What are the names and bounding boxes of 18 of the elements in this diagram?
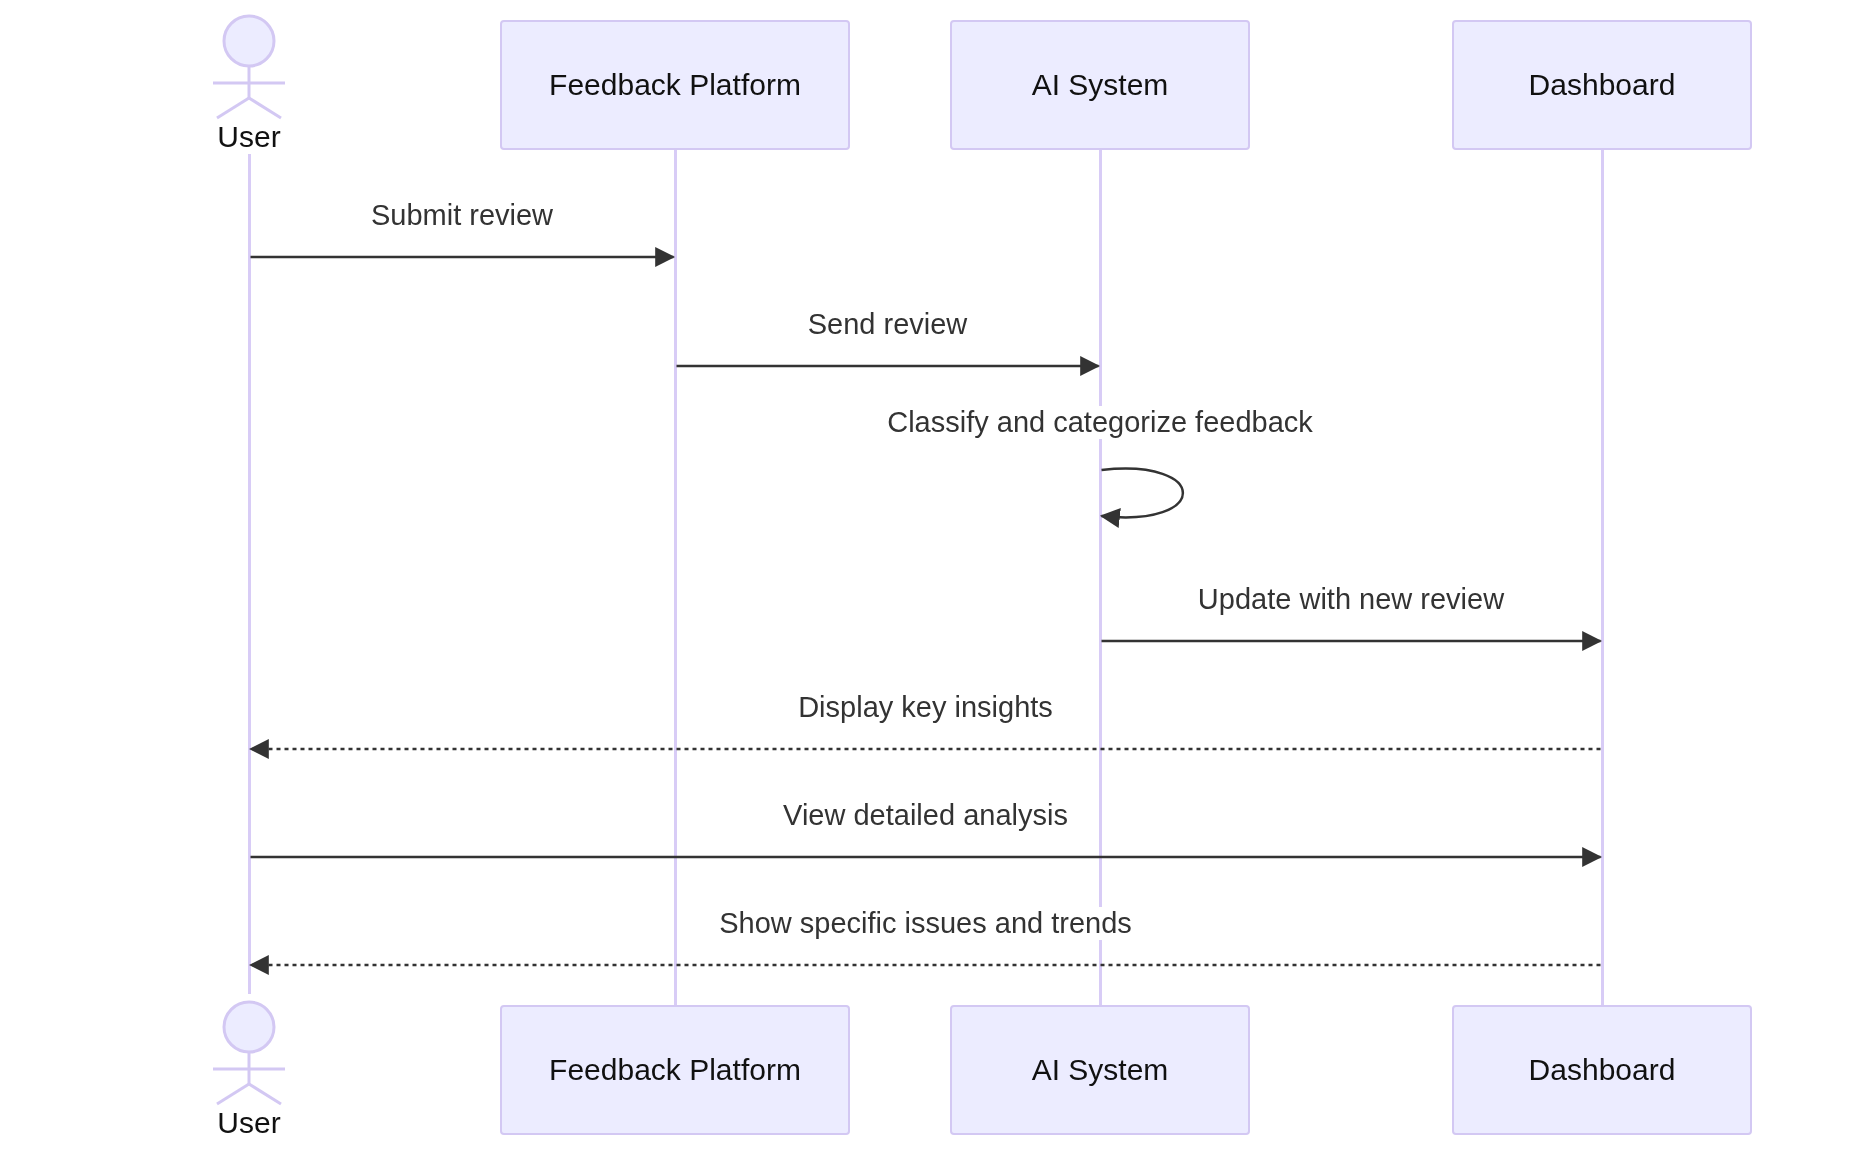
message-arrow [250, 247, 676, 267]
participant-box: Feedback Platform [500, 1005, 850, 1135]
participant-box: AI System [950, 1005, 1250, 1135]
actor-label: User [217, 1106, 281, 1140]
lifeline [247, 154, 251, 994]
participant-box: Dashboard [1452, 20, 1752, 150]
message-arrow [248, 955, 1601, 975]
message-arrow [250, 847, 1603, 867]
participant-box: Feedback Platform [500, 20, 850, 150]
lifeline [673, 150, 677, 1005]
participant-box: AI System [950, 20, 1250, 150]
message-arrow [248, 739, 1601, 759]
message-arrow [1101, 631, 1603, 651]
lifeline [1600, 150, 1604, 1005]
participant-box: Dashboard [1452, 1005, 1752, 1135]
message-arrow [676, 356, 1101, 376]
actor-label: User [217, 120, 281, 154]
message-arrow [1099, 467, 1184, 527]
